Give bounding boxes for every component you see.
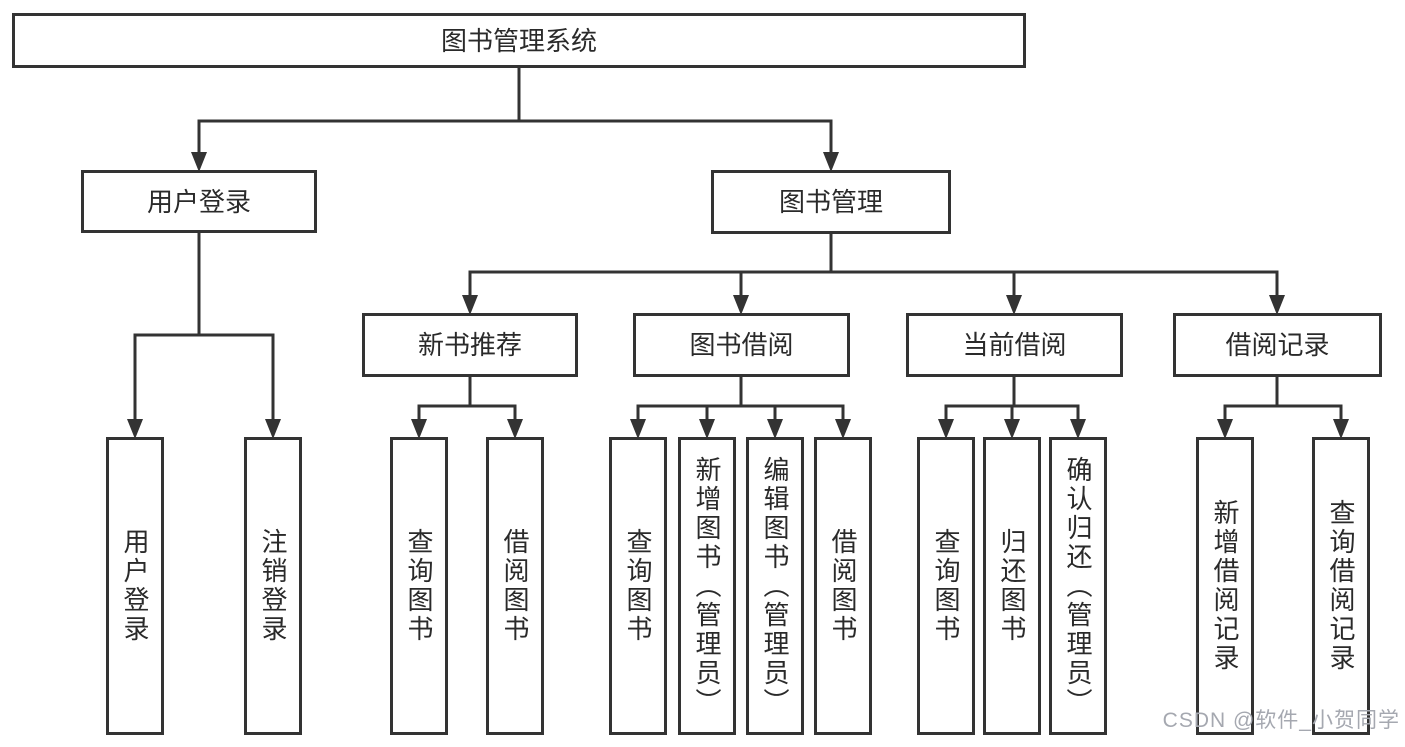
leaf-add-book-admin: 新增图书（管理员） xyxy=(678,437,736,735)
node-root-label: 图书管理系统 xyxy=(440,25,597,56)
leaf-user-login-label: 用户登录 xyxy=(120,528,150,644)
node-user-login-label: 用户登录 xyxy=(146,186,251,217)
node-borrow-record-label: 借阅记录 xyxy=(1225,330,1330,360)
connector-user-login-to-leaves xyxy=(127,233,281,439)
leaf-borrow-book-1-label: 借阅图书 xyxy=(500,528,530,644)
leaf-query-book-2: 查询图书 xyxy=(609,437,667,735)
connector-borrow-record-to-leaves xyxy=(1217,377,1349,439)
leaf-add-borrow-record: 新增借阅记录 xyxy=(1196,437,1254,735)
leaf-confirm-return-admin: 确认归还（管理员） xyxy=(1049,437,1107,735)
leaf-query-book-1: 查询图书 xyxy=(390,437,448,735)
connector-new-book-to-leaves xyxy=(411,377,523,439)
leaf-borrow-book-2: 借阅图书 xyxy=(814,437,872,735)
leaf-query-borrow-record-label: 查询借阅记录 xyxy=(1326,499,1356,673)
node-new-book-recommend-label: 新书推荐 xyxy=(417,330,522,360)
leaf-return-book-label: 归还图书 xyxy=(997,528,1027,644)
connector-root-to-level2 xyxy=(191,68,839,172)
node-book-borrow-label: 图书借阅 xyxy=(689,330,794,360)
node-book-borrow: 图书借阅 xyxy=(633,313,850,377)
leaf-query-book-3: 查询图书 xyxy=(917,437,975,735)
leaf-query-borrow-record: 查询借阅记录 xyxy=(1312,437,1370,735)
connector-current-borrow-to-leaves xyxy=(938,377,1086,439)
connector-book-borrow-to-leaves xyxy=(630,377,851,439)
leaf-add-borrow-record-label: 新增借阅记录 xyxy=(1210,499,1240,673)
leaf-add-book-admin-label: 新增图书（管理员） xyxy=(692,455,722,717)
leaf-query-book-2-label: 查询图书 xyxy=(623,528,653,644)
leaf-query-book-3-label: 查询图书 xyxy=(931,528,961,644)
leaf-edit-book-admin: 编辑图书（管理员） xyxy=(746,437,804,735)
leaf-borrow-book-1: 借阅图书 xyxy=(486,437,544,735)
node-book-mgmt-label: 图书管理 xyxy=(778,187,883,217)
connector-book-mgmt-to-level3 xyxy=(462,234,1285,315)
node-user-login: 用户登录 xyxy=(81,170,317,233)
node-current-borrow-label: 当前借阅 xyxy=(962,330,1067,360)
node-borrow-record: 借阅记录 xyxy=(1173,313,1382,377)
leaf-query-book-1-label: 查询图书 xyxy=(404,528,434,644)
node-book-mgmt: 图书管理 xyxy=(711,170,951,234)
node-current-borrow: 当前借阅 xyxy=(906,313,1123,377)
leaf-confirm-return-admin-label: 确认归还（管理员） xyxy=(1063,455,1093,717)
leaf-logout: 注销登录 xyxy=(244,437,302,735)
node-new-book-recommend: 新书推荐 xyxy=(362,313,578,377)
csdn-watermark: CSDN @软件_小贺同学 xyxy=(1162,709,1400,732)
node-root: 图书管理系统 xyxy=(12,13,1026,68)
leaf-logout-label: 注销登录 xyxy=(258,528,288,644)
leaf-edit-book-admin-label: 编辑图书（管理员） xyxy=(760,455,790,717)
leaf-borrow-book-2-label: 借阅图书 xyxy=(828,528,858,644)
leaf-return-book: 归还图书 xyxy=(983,437,1041,735)
leaf-user-login: 用户登录 xyxy=(106,437,164,735)
